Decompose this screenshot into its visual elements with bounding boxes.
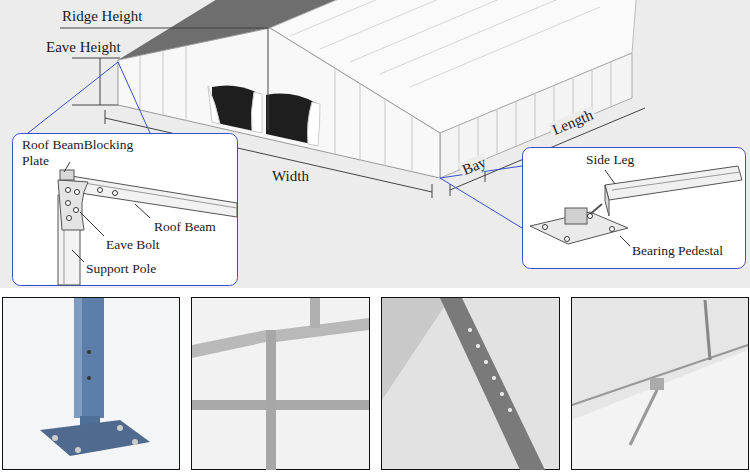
detail-inset: Side LegBearing Pedestal [522,147,746,269]
detail-inset: Roof BeamBlocking PlateRoof BeamEave Bol… [12,133,238,286]
part-label: Eave Bolt [106,237,160,253]
part-label: Bearing Pedestal [632,243,723,259]
dimension-label: Eave Height [46,39,121,56]
part-label: Support Pole [86,261,156,277]
part-label: Side Leg [586,152,634,168]
part-label: Roof BeamBlocking Plate [22,137,140,168]
dimension-label: Width [270,168,311,185]
dimension-label: Ridge Height [62,8,142,25]
part-label: Roof Beam [154,219,216,235]
